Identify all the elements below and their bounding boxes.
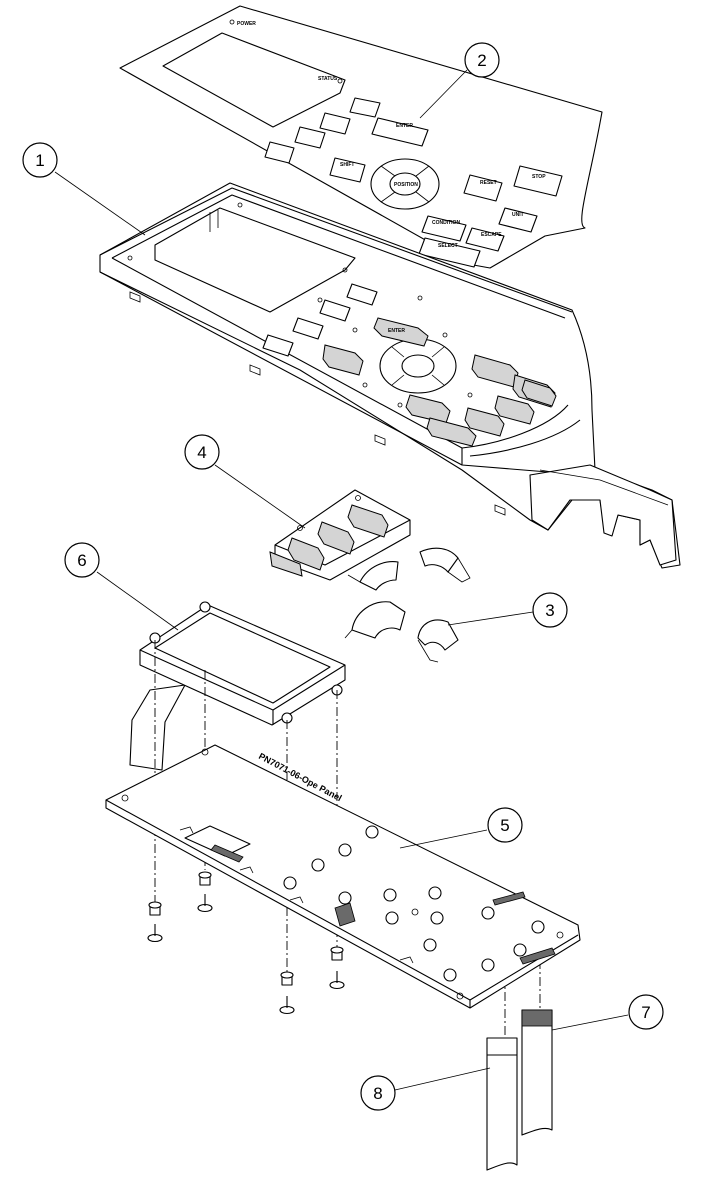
- part-4-key-block: [269, 489, 411, 581]
- overlay-unit-marking: UNIT: [512, 212, 524, 218]
- overlay-power-marking: POWER: [237, 21, 256, 27]
- overlay-reset-marking: RESET: [480, 180, 497, 186]
- callout-5-label: 5: [500, 816, 509, 835]
- part-8-flat-cable: [486, 1037, 518, 1171]
- overlay-shift-marking: SHIFT: [340, 162, 354, 168]
- overlay-stop-marking: STOP: [532, 174, 546, 180]
- part-2-membrane-overlay: POWER STATUS POSITION ENTER SHIFT RESET …: [119, 5, 603, 269]
- callout-4: 4: [184, 434, 220, 470]
- callout-1: 1: [22, 142, 58, 178]
- part-6-lcd-module: [129, 601, 346, 771]
- callout-6: 6: [64, 542, 100, 578]
- overlay-enter-marking: ENTER: [396, 123, 413, 129]
- part-1-front-case: ENTER: [99, 182, 681, 569]
- callout-2: 2: [464, 42, 500, 78]
- callout-7: 7: [628, 994, 664, 1030]
- tactile-switches: [283, 825, 545, 982]
- mounting-screws: [147, 871, 345, 1015]
- overlay-condition-marking: CONDITION: [432, 220, 460, 226]
- callout-8: 8: [360, 1075, 396, 1111]
- part-3-arrow-keys: [344, 547, 471, 663]
- callout-3-label: 3: [545, 601, 554, 620]
- part-5-pcb: PN7071-06-Ope Panel: [105, 744, 581, 1009]
- callout-7-label: 7: [641, 1003, 650, 1022]
- callout-5: 5: [487, 807, 523, 843]
- leader-lines: [54, 69, 629, 1091]
- overlay-status-marking: STATUS: [318, 76, 338, 82]
- callout-8-label: 8: [373, 1084, 382, 1103]
- callout-3: 3: [532, 592, 568, 628]
- case-enter-marking: ENTER: [388, 328, 405, 334]
- part-7-flat-cable: [521, 1009, 553, 1136]
- overlay-position-marking: POSITION: [394, 182, 418, 188]
- overlay-escape-marking: ESCAPE: [481, 232, 502, 238]
- callout-2-label: 2: [477, 51, 486, 70]
- callout-1-label: 1: [35, 151, 44, 170]
- overlay-select-marking: SELECT: [438, 243, 458, 249]
- callout-4-label: 4: [197, 443, 206, 462]
- callout-6-label: 6: [77, 551, 86, 570]
